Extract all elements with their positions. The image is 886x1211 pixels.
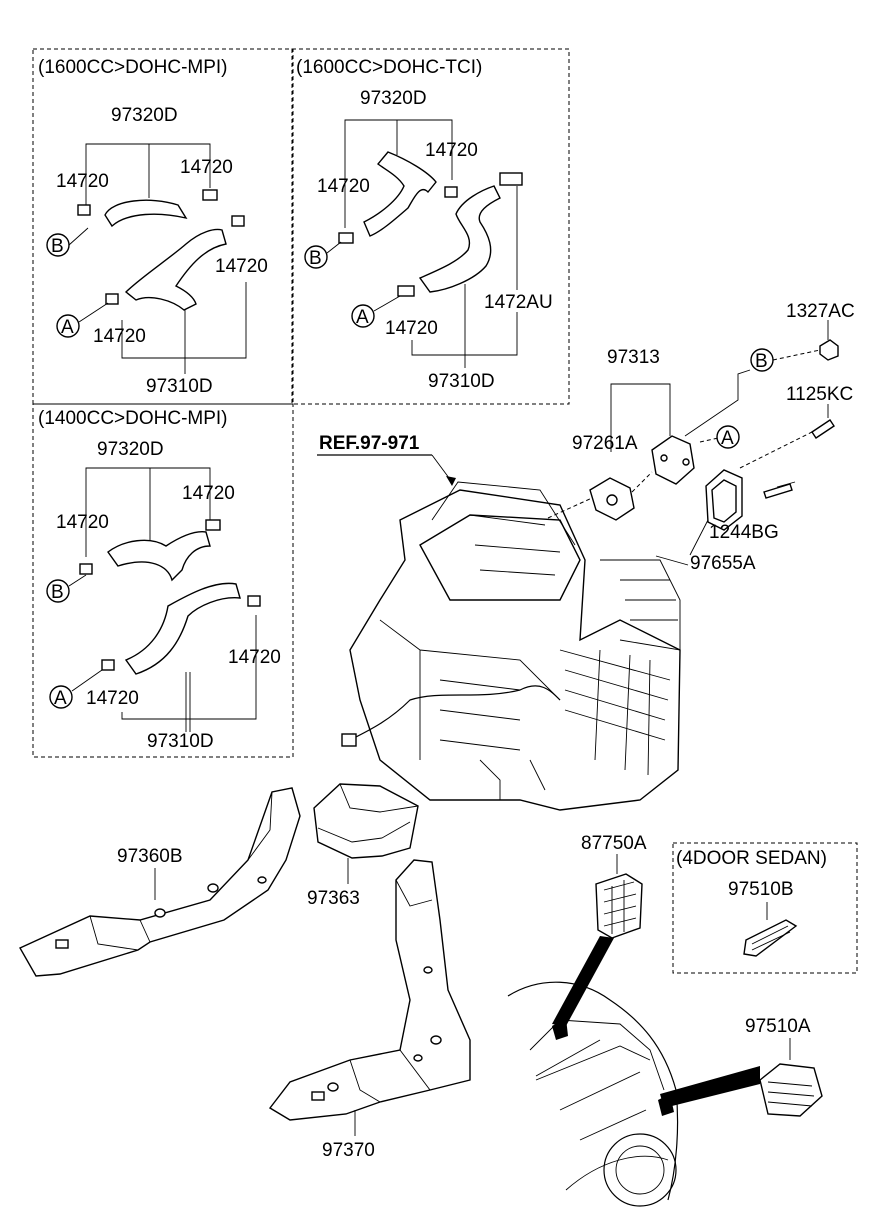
hose-set-1600-tci: 97320D 14720 14720 B A 1472AU 14720 9731… xyxy=(304,88,553,392)
label-1472AU: 1472AU xyxy=(484,292,553,313)
box-1600-mpi: (1600CC>DOHC-MPI) xyxy=(32,48,294,405)
label-14720: 14720 xyxy=(86,688,139,709)
box-1600-tci-title: (1600CC>DOHC-TCI) xyxy=(296,57,482,78)
label-97320D: 97320D xyxy=(111,105,178,126)
label-97310D: 97310D xyxy=(147,731,214,752)
label-97655A: 97655A xyxy=(690,553,756,574)
label-97360B: 97360B xyxy=(117,846,183,867)
label-14720: 14720 xyxy=(215,256,268,277)
label-14720: 14720 xyxy=(182,483,235,504)
label-97320D: 97320D xyxy=(360,88,427,109)
label-14720: 14720 xyxy=(56,171,109,192)
duct-97360B: 97360B xyxy=(19,787,301,977)
hose-set-1600-mpi: 97320D 14720 14720 B A 14720 14720 97310… xyxy=(46,105,268,397)
label-87750A: 87750A xyxy=(581,833,647,854)
label-1244BG: 1244BG xyxy=(709,522,779,543)
marker-a-label: A xyxy=(721,428,734,449)
box-4door-sedan: (4DOOR SEDAN) xyxy=(672,842,858,974)
label-14720: 14720 xyxy=(425,140,478,161)
label-14720: 14720 xyxy=(228,647,281,668)
label-97261A: 97261A xyxy=(572,433,638,454)
heater-unit xyxy=(341,481,681,811)
marker-a xyxy=(716,425,740,449)
hose-set-1400-mpi: 97320D 14720 14720 B A 14720 14720 97310… xyxy=(46,439,281,752)
gasket-group: 97313 97261A 1244BG 97655A B A 1327AC 11… xyxy=(547,301,855,574)
marker-a-label: A xyxy=(61,317,74,338)
label-14720: 14720 xyxy=(56,512,109,533)
label-97510A: 97510A xyxy=(745,1016,811,1037)
vent-97510B: 97510B xyxy=(728,879,798,957)
label-97310D: 97310D xyxy=(428,371,495,392)
box-1400-mpi: (1400CC>DOHC-MPI) xyxy=(32,403,294,758)
label-14720: 14720 xyxy=(317,176,370,197)
box-1400-mpi-title: (1400CC>DOHC-MPI) xyxy=(38,408,228,429)
label-1327AC: 1327AC xyxy=(786,301,855,322)
box-1600-mpi-title: (1600CC>DOHC-MPI) xyxy=(38,57,228,78)
label-97310D: 97310D xyxy=(146,376,213,397)
box-4door-sedan-title: (4DOOR SEDAN) xyxy=(676,848,827,869)
vent-87750A: 87750A xyxy=(552,833,647,1026)
box-1600-tci: (1600CC>DOHC-TCI) xyxy=(291,48,570,405)
label-14720: 14720 xyxy=(93,326,146,347)
marker-b xyxy=(304,245,328,269)
label-97313: 97313 xyxy=(607,347,660,368)
marker-a xyxy=(56,314,80,338)
marker-a xyxy=(351,304,375,328)
label-97363: 97363 xyxy=(307,888,360,909)
car-rear-view xyxy=(507,981,679,1207)
marker-a xyxy=(49,685,73,709)
label-14720: 14720 xyxy=(180,157,233,178)
marker-b xyxy=(46,579,70,603)
marker-b-label: B xyxy=(51,582,64,603)
label-14720: 14720 xyxy=(385,318,438,339)
label-97370: 97370 xyxy=(322,1140,375,1161)
duct-97363: 97363 xyxy=(307,783,419,909)
duct-97370: 97370 xyxy=(268,859,471,1161)
marker-b-label: B xyxy=(309,248,322,269)
label-97510B: 97510B xyxy=(728,879,794,900)
ref-label: REF.97-971 xyxy=(319,433,420,454)
label-1125KC: 1125KC xyxy=(786,384,853,405)
marker-b-label: B xyxy=(755,351,768,372)
marker-a-label: A xyxy=(356,307,369,328)
vent-97510A: 97510A xyxy=(660,1016,823,1117)
marker-a-label: A xyxy=(54,688,67,709)
label-97320D: 97320D xyxy=(97,439,164,460)
marker-b-label: B xyxy=(51,236,64,257)
